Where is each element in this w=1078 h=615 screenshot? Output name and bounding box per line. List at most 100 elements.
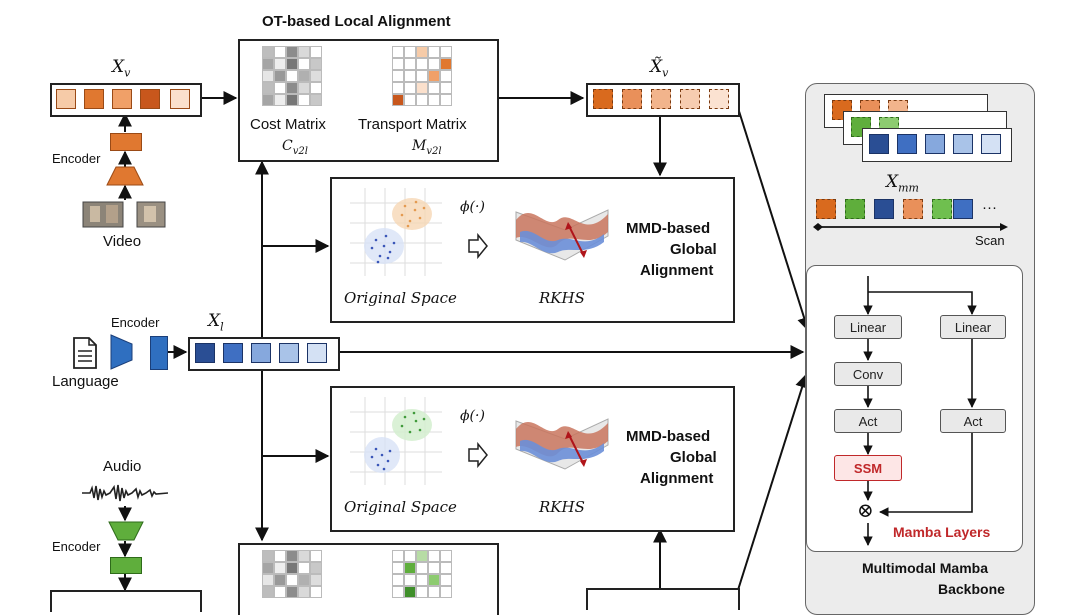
phi-label-video: ϕ(·): [460, 199, 485, 215]
audio-encoder-trapezoid: [108, 521, 144, 541]
transport-matrix-cell: [416, 58, 428, 70]
transport-matrix-cell: [440, 574, 452, 586]
cost-matrix-cell: [274, 46, 286, 58]
transport-matrix-cell: [392, 562, 404, 574]
cost-matrix-cell: [298, 562, 310, 574]
cost-matrix-cell: [286, 70, 298, 82]
language-encoder-label: Encoder: [111, 315, 160, 330]
xv-token: [170, 89, 190, 109]
xv-tilde-token: [680, 89, 700, 109]
original-space-label-audio: Original Space: [344, 498, 457, 516]
mmd-title-audio-1: MMD-based: [626, 428, 711, 445]
transport-matrix-cell: [428, 562, 440, 574]
stack-language-token: [981, 134, 1001, 154]
cost-matrix-cell: [262, 562, 274, 574]
backbone-title-1: Multimodal Mamba: [862, 560, 989, 576]
mamba-layers-label: Mamba Layers: [893, 524, 991, 540]
xmm-token: [874, 199, 894, 219]
mmd-title-audio-3: Alignment: [640, 470, 714, 487]
xmm-token: [816, 199, 836, 219]
video-encoder-trapezoid: [106, 166, 144, 186]
cost-matrix-cell: [274, 562, 286, 574]
transport-matrix-cell: [428, 550, 440, 562]
xmm-token: [932, 199, 952, 219]
video-encoder-label: Encoder: [52, 151, 101, 166]
audio-encoder-label: Encoder: [52, 539, 101, 554]
xmm-label: Xmm: [886, 172, 919, 195]
xv-tilde-token: [593, 89, 613, 109]
cost-matrix-symbol: Cv2l: [282, 138, 308, 157]
transport-matrix-grid: [392, 46, 452, 106]
transport-matrix-cell: [440, 562, 452, 574]
cost-matrix-cell: [310, 574, 322, 586]
cost-matrix-cell: [286, 82, 298, 94]
transport-matrix-cell: [440, 70, 452, 82]
transport-matrix-cell: [404, 574, 416, 586]
original-space-label-video: Original Space: [344, 289, 457, 307]
transport-matrix-label: Transport Matrix: [358, 116, 467, 133]
xv-token: [56, 89, 76, 109]
cost-matrix-cell: [298, 94, 310, 106]
cost-matrix-cell: [298, 550, 310, 562]
mmd-title-video-2: Global: [670, 241, 717, 258]
cost-matrix-cell: [286, 46, 298, 58]
cost-matrix-grid: [262, 46, 322, 106]
xv-token: [84, 89, 104, 109]
transport-matrix-cell: [392, 82, 404, 94]
xv-label: Xv: [112, 57, 131, 80]
cost-matrix-grid-audio: [262, 550, 322, 598]
linear-box-right: Linear: [940, 315, 1006, 339]
cost-matrix-cell: [298, 574, 310, 586]
mamba-layers-panel: [806, 265, 1023, 552]
cost-matrix-cell: [298, 70, 310, 82]
cost-matrix-cell: [286, 58, 298, 70]
xl-token: [279, 343, 299, 363]
ot-title: OT-based Local Alignment: [262, 13, 451, 30]
conv-box: Conv: [834, 362, 902, 386]
act-box-left: Act: [834, 409, 902, 433]
transport-matrix-cell: [428, 70, 440, 82]
backbone-title-2: Backbone: [938, 581, 1005, 597]
transport-matrix-cell: [416, 46, 428, 58]
arrow-right-icon: [468, 442, 488, 468]
otimes-symbol: ⊗: [857, 498, 874, 522]
transport-matrix-cell: [416, 550, 428, 562]
document-icon: [73, 337, 97, 369]
xv-tilde-token: [709, 89, 729, 109]
video-label: Video: [103, 233, 142, 250]
cost-matrix-cell: [262, 574, 274, 586]
xv-tilde-label: X̃v: [650, 57, 669, 80]
transport-matrix-cell: [440, 58, 452, 70]
stack-language-token: [869, 134, 889, 154]
xmm-token: [903, 199, 923, 219]
language-label: Language: [52, 373, 119, 390]
language-encoder-trapezoid: [110, 334, 133, 370]
transport-matrix-grid-audio: [392, 550, 452, 598]
original-space-scatter-video: [350, 188, 442, 276]
transport-matrix-cell: [428, 94, 440, 106]
original-space-scatter-audio: [350, 397, 442, 485]
rkhs-label-video: RKHS: [539, 289, 585, 307]
language-encoder-block: [150, 336, 168, 370]
transport-matrix-cell: [416, 562, 428, 574]
transport-matrix-cell: [404, 82, 416, 94]
rkhs-label-audio: RKHS: [539, 498, 585, 516]
audio-label: Audio: [103, 458, 142, 475]
transport-matrix-cell: [404, 46, 416, 58]
xl-token: [195, 343, 215, 363]
phi-label-audio: ϕ(·): [460, 408, 485, 424]
mmd-title-video-3: Alignment: [640, 262, 714, 279]
xmm-ellipsis: ···: [982, 199, 997, 216]
cost-matrix-cell: [274, 58, 286, 70]
scan-label: Scan: [975, 233, 1005, 248]
mmd-title-audio-2: Global: [670, 449, 717, 466]
audio-encoder-block: [110, 557, 142, 574]
transport-matrix-cell: [440, 94, 452, 106]
video-frames-icon: [82, 201, 166, 228]
cost-matrix-cell: [262, 70, 274, 82]
cost-matrix-cell: [262, 550, 274, 562]
cost-matrix-cell: [310, 94, 322, 106]
cost-matrix-cell: [310, 562, 322, 574]
transport-matrix-cell: [392, 550, 404, 562]
linear-box-left: Linear: [834, 315, 902, 339]
